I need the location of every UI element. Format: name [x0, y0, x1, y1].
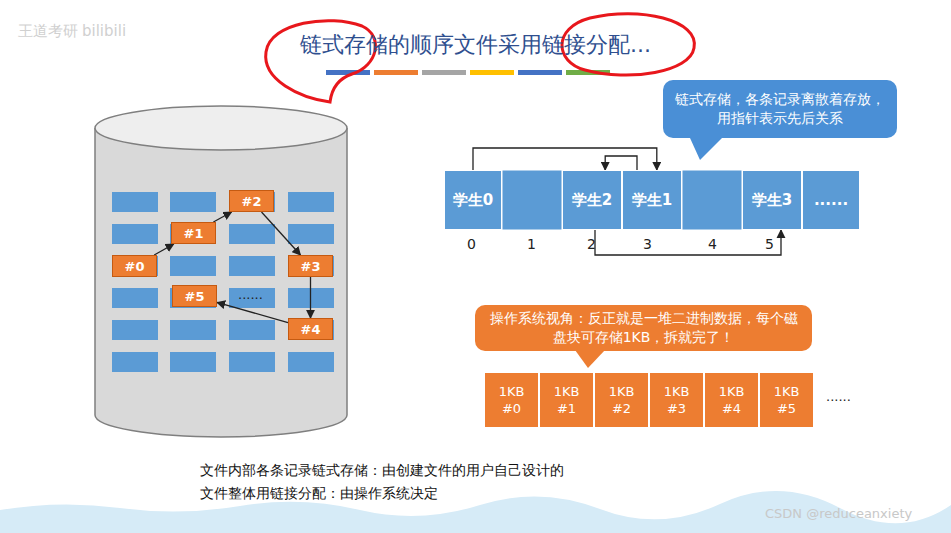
- node-text: 1KB: [664, 383, 690, 400]
- node-text: 链式存储，各条记录离散着存放，用指针表示先后关系: [673, 90, 887, 128]
- node-text: #2: [242, 194, 262, 209]
- record-cell: 学生0: [444, 170, 502, 230]
- node-text: 1KB: [554, 383, 580, 400]
- record-cell: 学生1: [622, 170, 682, 230]
- watermark: bilibili: [82, 22, 126, 40]
- node-text: #3: [667, 400, 686, 417]
- note-text: 文件内部各条记录链式存储：由创建文件的用户自己设计的: [200, 462, 564, 480]
- node-text: #0: [125, 259, 145, 274]
- pointer-arrow: [262, 212, 301, 255]
- index-label: 0: [467, 236, 476, 252]
- pointer-arrow: [473, 148, 657, 170]
- node-text: 学生3: [752, 191, 792, 210]
- title: 链式存储的顺序文件采用链接分配...: [0, 30, 951, 60]
- callout-tail: [575, 350, 605, 368]
- disk-block: #5: [172, 285, 217, 307]
- storage-block: 1KB#4: [704, 372, 759, 428]
- storage-block: 1KB#2: [594, 372, 649, 428]
- disk-block: #1: [171, 222, 216, 244]
- storage-block: 1KB#0: [484, 372, 539, 428]
- node-text: #4: [722, 400, 741, 417]
- index-label: 2: [587, 236, 596, 252]
- index-label: 4: [708, 236, 717, 252]
- node-text: 1KB: [609, 383, 635, 400]
- node-text: 学生1: [632, 191, 672, 210]
- node-text: 学生0: [453, 191, 493, 210]
- pointer-arrow: [154, 244, 174, 255]
- note-text: 文件整体用链接分配：由操作系统决定: [200, 485, 438, 503]
- pointer-arrow: [595, 230, 781, 255]
- index-label: 1: [527, 236, 536, 252]
- disk-block: #4: [288, 318, 333, 340]
- node-text: 学生2: [572, 191, 612, 210]
- empty-cell: [682, 170, 742, 230]
- title-bars: [326, 70, 610, 75]
- disk-block: #0: [112, 255, 157, 277]
- node-text: 1KB: [774, 383, 800, 400]
- record-cell: 学生3: [742, 170, 802, 230]
- red-circle: [266, 14, 695, 102]
- pointer-arrow: [605, 156, 637, 170]
- node-text: #5: [777, 400, 796, 417]
- disk-block: #3: [288, 255, 333, 277]
- callout-box: 链式存储，各条记录离散着存放，用指针表示先后关系: [663, 80, 897, 138]
- storage-block: 1KB#1: [539, 372, 594, 428]
- pointer-arrow: [310, 277, 311, 318]
- wave-band: [0, 491, 951, 533]
- watermark: 王道考研: [18, 22, 78, 41]
- node-text: 1KB: [719, 383, 745, 400]
- node-text: #0: [502, 400, 521, 417]
- pointer-arrow: [217, 302, 288, 322]
- node-text: #4: [301, 322, 321, 337]
- index-label: ......: [826, 389, 851, 404]
- node-text: 1KB: [499, 383, 525, 400]
- disk-block: #2: [229, 190, 274, 212]
- node-text: #1: [184, 226, 204, 241]
- storage-block: 1KB#5: [759, 372, 814, 428]
- index-label: 3: [643, 236, 652, 252]
- index-label: ......: [238, 287, 263, 302]
- disk-block: [112, 192, 334, 372]
- callout-box: 操作系统视角：反正就是一堆二进制数据，每个磁盘块可存储1KB，拆就完了！: [475, 305, 812, 351]
- record-cell: 学生2: [562, 170, 622, 230]
- node-text: 操作系统视角：反正就是一堆二进制数据，每个磁盘块可存储1KB，拆就完了！: [485, 309, 802, 347]
- node-text: #1: [557, 400, 576, 417]
- index-label: 5: [765, 236, 774, 252]
- node-text: #3: [301, 259, 321, 274]
- callout-tail: [690, 138, 722, 160]
- node-text: #5: [185, 289, 205, 304]
- storage-block: 1KB#3: [649, 372, 704, 428]
- node-text: #2: [612, 400, 631, 417]
- node-text: ......: [814, 191, 848, 209]
- pointer-arrow: [213, 212, 231, 222]
- disk-cylinder: [95, 106, 347, 437]
- watermark: CSDN @reduceanxiety: [765, 506, 912, 521]
- empty-cell: [502, 170, 562, 230]
- record-cell: ......: [802, 170, 860, 230]
